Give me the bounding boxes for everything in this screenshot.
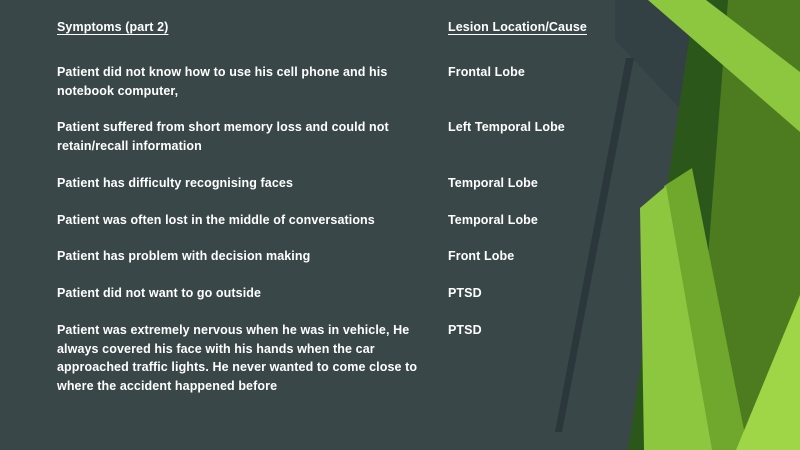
table-row: Patient suffered from short memory loss …	[57, 118, 617, 156]
lesion-cell: Front Lobe	[448, 249, 515, 264]
lesion-cell: PTSD	[448, 322, 482, 337]
symptom-cell: Patient did not know how to use his cell…	[57, 64, 388, 98]
green-mid-wedge-shape	[664, 168, 748, 450]
symptom-cell: Patient was often lost in the middle of …	[57, 212, 375, 227]
symptom-cell: Patient has problem with decision making	[57, 249, 311, 264]
symptom-cell: Patient was extremely nervous when he wa…	[57, 322, 418, 393]
symptom-cell: Patient suffered from short memory loss …	[57, 120, 389, 153]
table-row: Patient was extremely nervous when he wa…	[57, 321, 617, 396]
table-row: Patient did not know how to use his cell…	[57, 63, 617, 101]
table-body: Patient did not know how to use his cell…	[57, 63, 617, 396]
table-row: Patient was often lost in the middle of …	[57, 211, 617, 230]
green-top-strip-shape	[648, 0, 800, 132]
shadow-wedge-shape	[615, 0, 800, 235]
green-corner-triangle-shape	[736, 295, 800, 450]
symptom-table: Symptoms (part 2) Lesion Location/Cause …	[57, 18, 617, 414]
symptom-cell: Patient did not want to go outside	[57, 286, 262, 300]
green-mid-slab-shape	[693, 0, 800, 450]
table-row: Patient did not want to go outside PTSD	[57, 284, 617, 303]
table-row: Patient has problem with decision making…	[57, 247, 617, 266]
table-header-row: Symptoms (part 2) Lesion Location/Cause	[57, 18, 617, 37]
lesion-column-header: Lesion Location/Cause	[448, 20, 587, 34]
symptom-cell: Patient has difficulty recognising faces	[57, 175, 294, 190]
symptoms-column-header: Symptoms (part 2)	[57, 20, 169, 34]
lesion-cell: Frontal Lobe	[448, 64, 525, 79]
lesion-cell: PTSD	[448, 286, 482, 300]
table-row: Patient has difficulty recognising faces…	[57, 174, 617, 193]
lesion-cell: Left Temporal Lobe	[448, 120, 565, 135]
lesion-cell: Temporal Lobe	[448, 175, 538, 190]
lesion-cell: Temporal Lobe	[448, 212, 538, 227]
green-bright-wedge-shape	[640, 186, 712, 450]
green-dark-slab-shape	[628, 0, 800, 450]
